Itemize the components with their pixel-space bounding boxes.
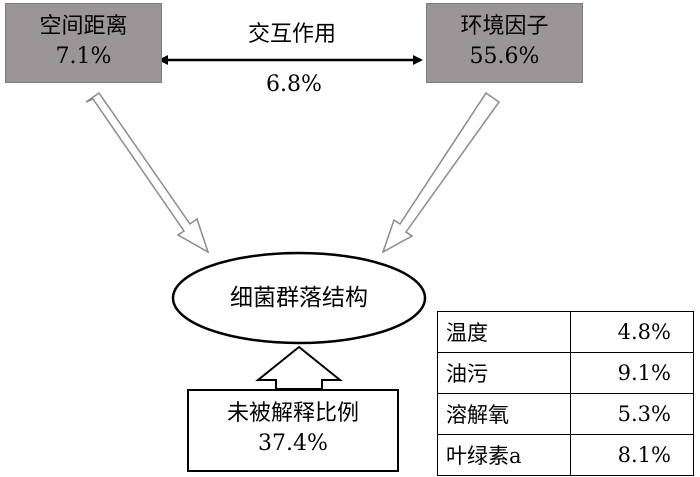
community-structure-label: 细菌群落结构 [230, 285, 368, 311]
unexplained-label: 未被解释比例 [226, 401, 359, 426]
factor-value: 9.1% [570, 352, 694, 394]
table-row: 油污 9.1% [437, 352, 694, 394]
spatial-distance-value: 7.1% [55, 44, 112, 69]
interaction-label: 交互作用 [248, 22, 337, 47]
spatial-distance-label: 空间距离 [39, 14, 128, 39]
factor-name: 溶解氧 [437, 393, 571, 435]
environment-factor-box: 环境因子 55.6% [426, 3, 583, 83]
spatial-distance-box: 空间距离 7.1% [5, 3, 162, 83]
factor-name: 叶绿素a [437, 434, 571, 476]
factor-value: 5.3% [570, 393, 694, 435]
unexplained-value: 37.4% [258, 431, 328, 456]
interaction-value: 6.8% [266, 72, 322, 97]
factor-name: 油污 [437, 352, 571, 394]
factor-table: 温度 4.8% 油污 9.1% 溶解氧 5.3% 叶绿素a 8.1% [437, 311, 694, 476]
table-row: 溶解氧 5.3% [437, 393, 694, 435]
factor-value: 8.1% [570, 434, 694, 476]
factor-name: 温度 [437, 311, 571, 353]
factor-value: 4.8% [570, 311, 694, 353]
spatial-to-community-arrow [85, 91, 210, 254]
unexplained-to-community-arrow [255, 345, 343, 390]
table-row: 叶绿素a 8.1% [437, 434, 694, 476]
environment-factor-value: 55.6% [469, 44, 540, 69]
table-row: 温度 4.8% [437, 311, 694, 353]
environment-factor-label: 环境因子 [460, 14, 549, 39]
unexplained-box: 未被解释比例 37.4% [187, 389, 399, 472]
community-ellipse [171, 251, 427, 345]
environment-to-community-arrow [381, 91, 501, 254]
